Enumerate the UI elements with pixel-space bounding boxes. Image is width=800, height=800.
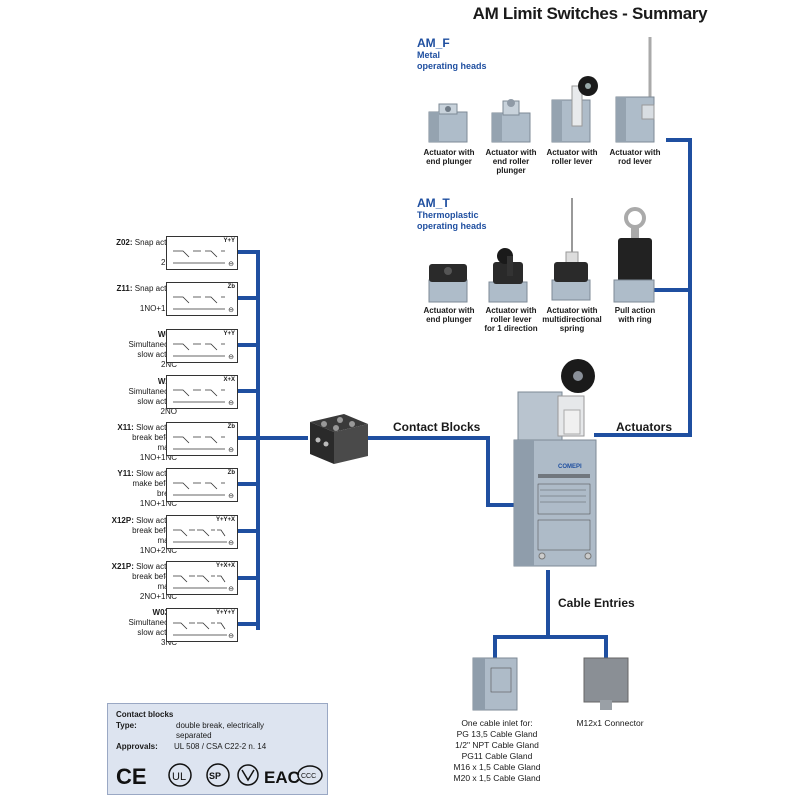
contact-symbol-icon: ⊖	[228, 447, 234, 454]
legend-approvals-value: UL 508 / CSA C22-2 n. 14	[174, 742, 267, 751]
ccc-mark-icon: CCC	[297, 765, 323, 785]
switch-brand: COMEPI	[558, 464, 582, 470]
actuators-label: Actuators	[616, 420, 673, 434]
contact-block-schematic: Y+Y+Y⊖	[166, 608, 238, 642]
contact-symbol-icon: ⊖	[228, 540, 234, 547]
contact-symbol-icon: ⊖	[228, 493, 234, 500]
contact-symbol-icon: ⊖	[228, 400, 234, 407]
contact-block-schematic: Y+Y⊖	[166, 236, 238, 270]
legend-type-label: Type:	[116, 721, 137, 730]
limit-switch-image: COMEPI	[513, 359, 597, 567]
eac-mark-icon: EAC	[264, 768, 300, 787]
certification-marks: CE UL SP EAC CCC	[116, 763, 323, 789]
contact-block-schematic: Zb⊖	[166, 422, 238, 456]
legend-title: Contact blocks	[116, 710, 174, 719]
metal-end-plunger-image	[428, 103, 468, 143]
svg-text:EAC: EAC	[264, 768, 300, 787]
metal-end-roller-image	[491, 99, 531, 143]
contact-block-schematic: Y+Y+X⊖	[166, 515, 238, 549]
m12-connector-image	[583, 657, 629, 710]
cul-us-mark-icon: UL	[168, 763, 192, 787]
contact-symbol-icon: ⊖	[228, 307, 234, 314]
contact-block-schematic: Zb⊖	[166, 282, 238, 316]
metal-roller-lever-image	[551, 76, 598, 143]
contact-symbol-icon: ⊖	[228, 354, 234, 361]
thermo-code: AM_T	[417, 196, 450, 210]
cable-inlet-image	[472, 657, 518, 711]
metal-group-header: AM_F Metal operating heads	[417, 36, 487, 72]
contact-symbol-icon: ⊖	[228, 261, 234, 268]
metal-code: AM_F	[417, 36, 450, 50]
cable-line	[493, 570, 608, 658]
thermo-sub2: operating heads	[417, 221, 487, 231]
page-title: AM Limit Switches - Summary	[472, 4, 708, 23]
legend-type-value-2: separated	[176, 731, 212, 740]
thermo-pull-ring-image	[613, 207, 655, 303]
contact-block-schematic: X+X⊖	[166, 375, 238, 409]
svg-text:CCC: CCC	[301, 773, 316, 780]
metal-rod-lever-image	[615, 37, 655, 143]
m12-connector-caption: M12x1 Connector	[576, 718, 644, 728]
contact-block-schematic: Zb⊖	[166, 468, 238, 502]
contact-symbol-icon: ⊖	[228, 633, 234, 640]
thermo-end-plunger-image	[428, 264, 468, 303]
thermo-multidirectional-spring-image	[551, 198, 591, 301]
ce-mark-icon: CE	[116, 764, 147, 789]
thermo-group-header: AM_T Thermoplastic operating heads	[417, 196, 487, 232]
legend-approvals-label: Approvals:	[116, 742, 158, 751]
csa-mark-icon: SP	[206, 763, 230, 787]
actuator-line	[594, 138, 692, 437]
contact-block-schematic: Y+Y⊖	[166, 329, 238, 363]
svg-text:SP: SP	[209, 771, 221, 781]
svg-text:UL: UL	[172, 771, 186, 783]
tuv-mark-icon	[237, 764, 259, 786]
cable-entries-label: Cable Entries	[558, 596, 635, 610]
cable-inlet-caption: One cable inlet for: PG 13,5 Cable Gland…	[453, 718, 541, 783]
contact-block-schematic: Y+X+X⊖	[166, 561, 238, 595]
metal-sub2: operating heads	[417, 61, 487, 71]
thermo-roller-lever-image	[488, 248, 528, 303]
contact-block-image	[310, 414, 368, 464]
legend-type-value: double break, electrically	[176, 721, 265, 730]
thermo-sub1: Thermoplastic	[417, 210, 479, 220]
contact-blocks-label: Contact Blocks	[393, 420, 481, 434]
metal-sub1: Metal	[417, 50, 441, 60]
contact-symbol-icon: ⊖	[228, 586, 234, 593]
block-to-switch	[368, 436, 514, 507]
svg-text:CE: CE	[116, 764, 147, 789]
contact-blocks-info-box: Contact blocks Type: double break, elect…	[107, 703, 328, 795]
